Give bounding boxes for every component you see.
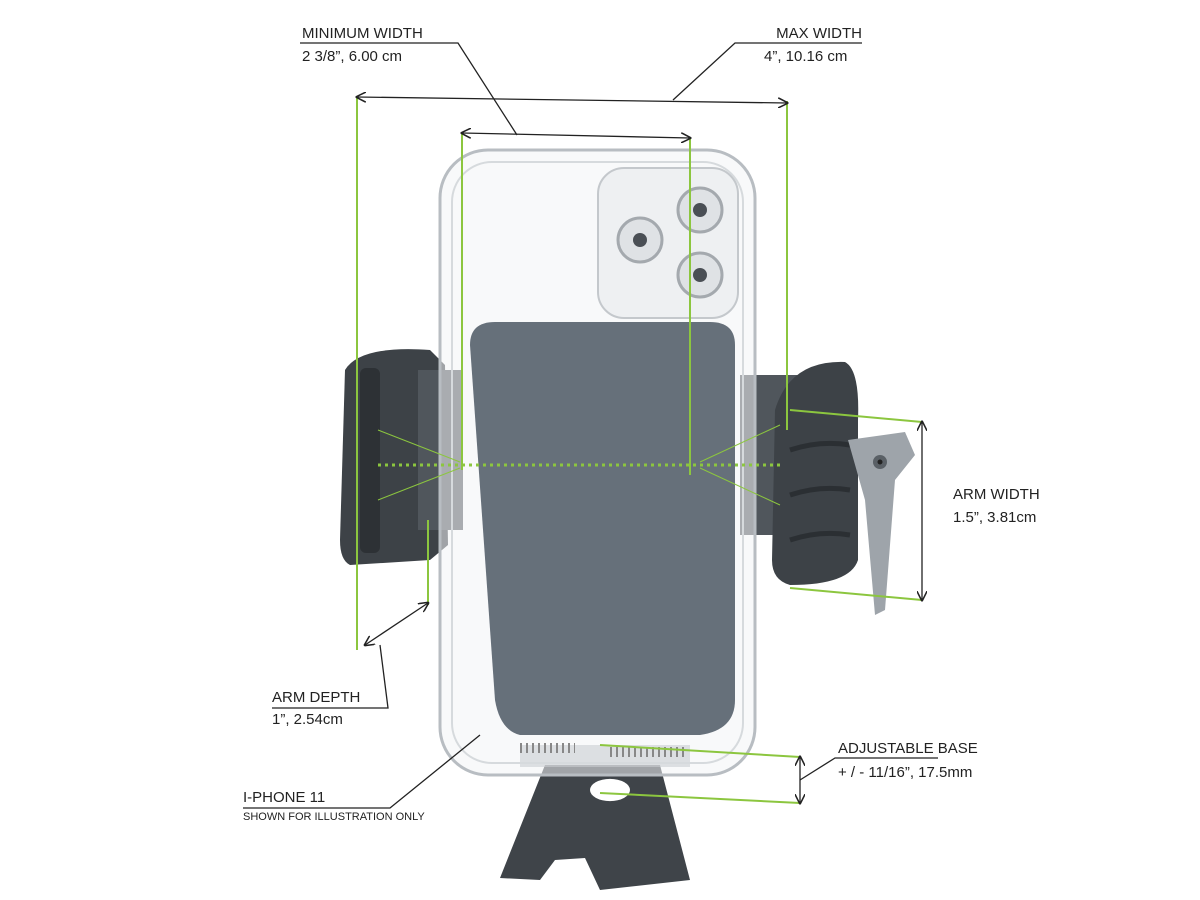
base-title: ADJUSTABLE BASE (838, 740, 978, 757)
green-guide-lines (356, 97, 923, 804)
base-value: + / - 11/16”, 17.5mm (838, 764, 973, 781)
right-arm (740, 361, 859, 585)
phone-note: SHOWN FOR ILLUSTRATION ONLY (243, 811, 425, 823)
min-width-title: MINIMUM WIDTH (302, 25, 423, 42)
min-width-value: 2 3/8”, 6.00 cm (302, 48, 403, 65)
max-width-title: MAX WIDTH (776, 25, 862, 42)
arm-width-value: 1.5”, 3.81cm (953, 509, 1037, 526)
phone-case (438, 148, 757, 777)
arm-width-title: ARM WIDTH (953, 486, 1040, 503)
phone-title: I-PHONE 11 (243, 789, 326, 806)
dimension-lines (243, 42, 938, 809)
arm-depth-value: 1”, 2.54cm (272, 711, 343, 728)
camera-lens-icon (616, 186, 724, 299)
vent-clip (848, 432, 915, 615)
arm-depth-title: ARM DEPTH (272, 689, 361, 706)
max-width-value: 4”, 10.16 cm (764, 48, 848, 65)
